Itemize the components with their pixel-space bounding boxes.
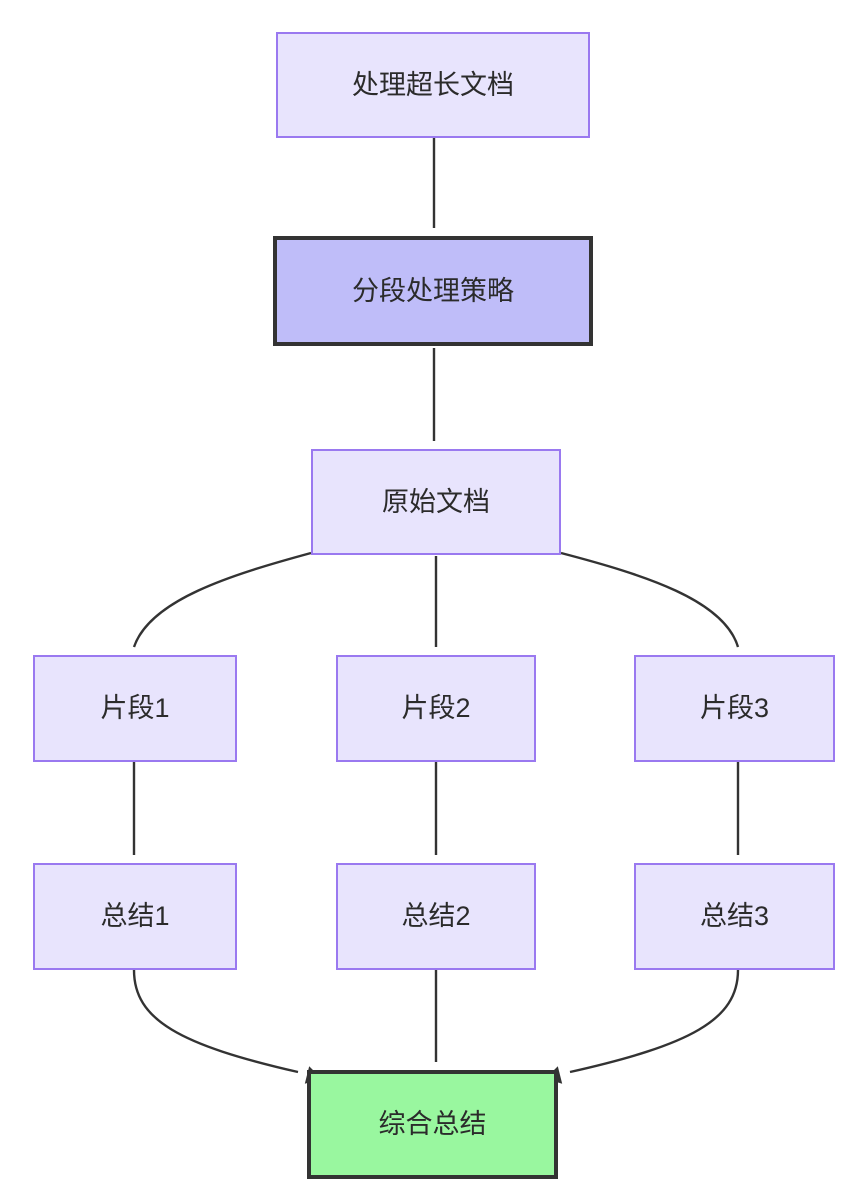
edge-n9-to-n10 <box>569 969 740 1074</box>
node-label: 原始文档 <box>382 486 490 517</box>
node-n8[interactable]: 总结2 <box>336 863 536 970</box>
node-n1[interactable]: 处理超长文档 <box>276 32 590 138</box>
node-label: 处理超长文档 <box>352 69 514 100</box>
node-label: 总结1 <box>100 901 170 932</box>
node-label: 总结3 <box>699 901 770 932</box>
node-n5[interactable]: 片段2 <box>336 655 536 762</box>
node-n3[interactable]: 原始文档 <box>311 449 561 555</box>
node-n2[interactable]: 分段处理策略 <box>273 236 593 346</box>
node-n9[interactable]: 总结3 <box>634 863 835 970</box>
node-label: 片段2 <box>401 693 471 724</box>
node-n7[interactable]: 总结1 <box>33 863 237 970</box>
edge-n7-to-n10 <box>132 969 299 1074</box>
edge-n3-to-n6 <box>560 551 740 648</box>
edge-n3-to-n4 <box>132 551 312 648</box>
node-n10[interactable]: 综合总结 <box>307 1070 558 1179</box>
node-label: 分段处理策略 <box>352 275 514 306</box>
node-label: 综合总结 <box>378 1109 487 1140</box>
node-label: 片段3 <box>699 693 770 724</box>
node-n4[interactable]: 片段1 <box>33 655 237 762</box>
node-label: 片段1 <box>100 693 170 724</box>
node-label: 总结2 <box>401 901 471 932</box>
node-n6[interactable]: 片段3 <box>634 655 835 762</box>
